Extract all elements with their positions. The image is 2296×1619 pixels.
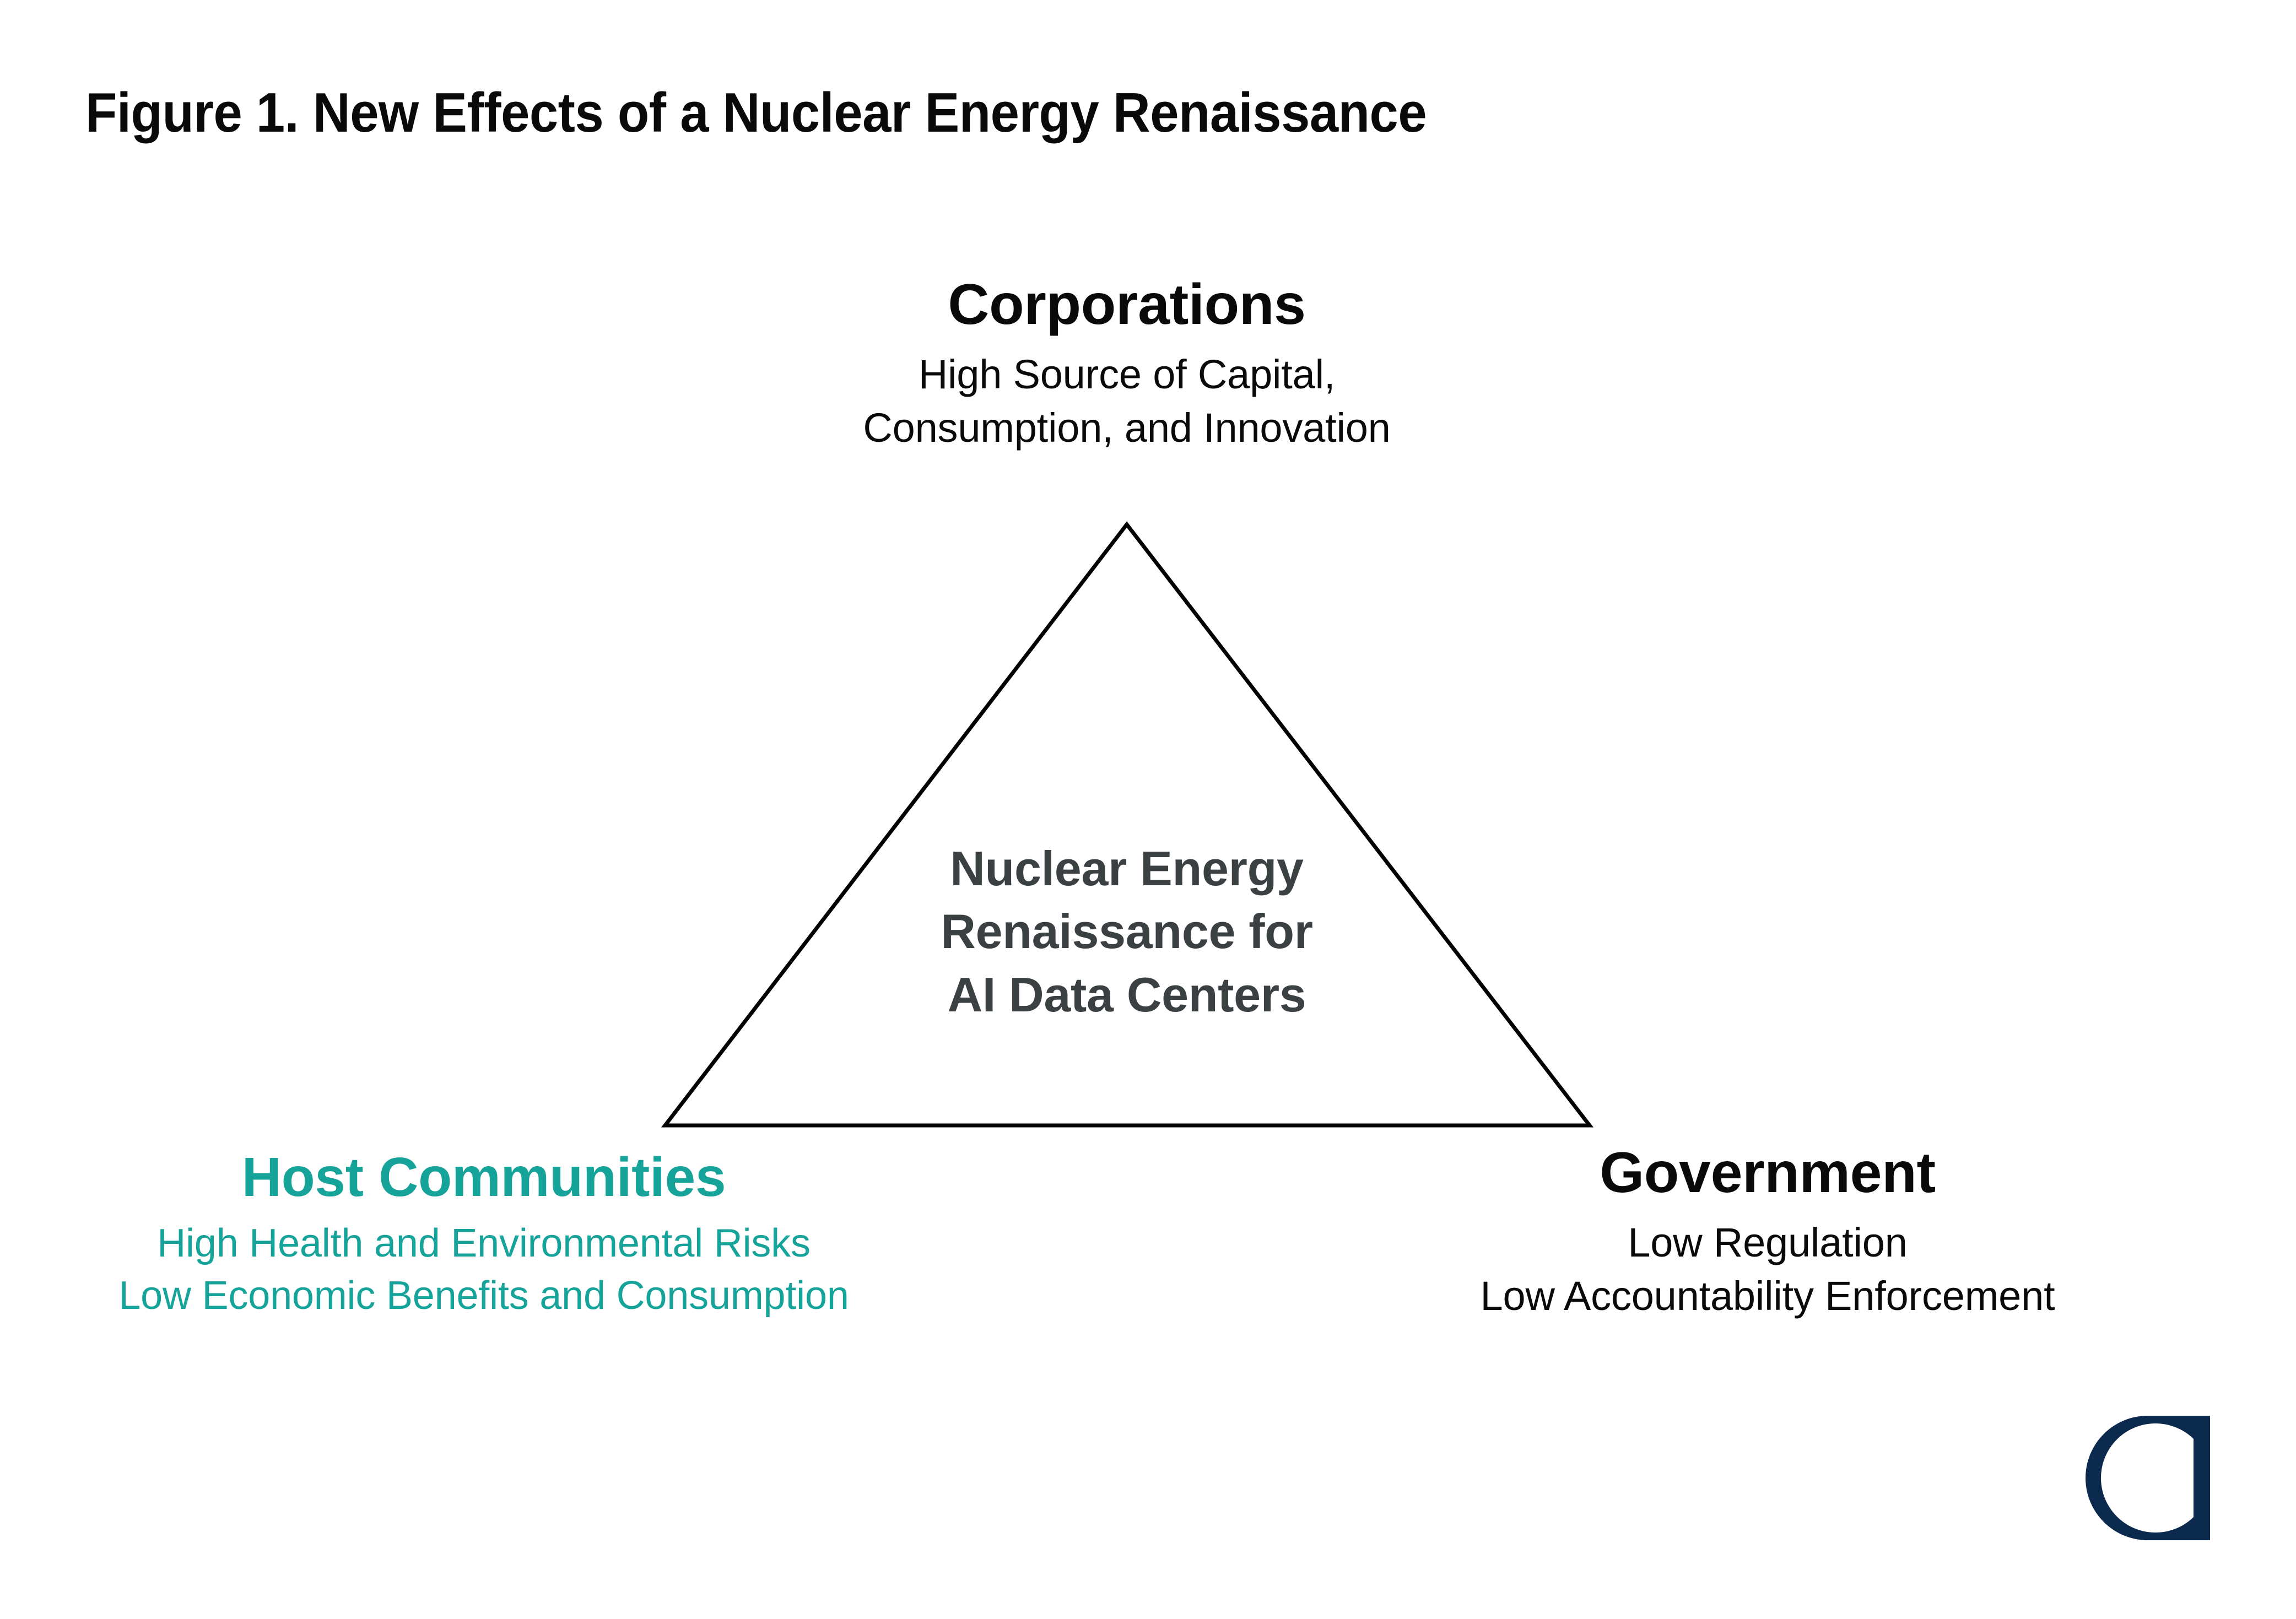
vertex-government: Government Low Regulation Low Accountabi…: [1481, 1139, 2055, 1323]
vertex-government-subline-2: Low Accountability Enforcement: [1480, 1273, 2055, 1319]
vertex-host-communities-subline-1: High Health and Environmental Risks: [157, 1221, 811, 1265]
center-label: Nuclear Energy Renaissance for AI Data C…: [941, 837, 1313, 1026]
carnegie-endowment-logo-icon: [2086, 1416, 2210, 1540]
center-label-line-2: Renaissance for: [941, 904, 1313, 959]
center-label-line-1: Nuclear Energy: [950, 841, 1304, 896]
vertex-government-subline-1: Low Regulation: [1628, 1219, 1908, 1265]
center-label-line-3: AI Data Centers: [947, 967, 1306, 1022]
vertex-government-heading: Government: [1600, 1141, 1936, 1205]
vertex-host-communities-subline-2: Low Economic Benefits and Consumption: [118, 1274, 849, 1318]
vertex-host-communities-heading: Host Communities: [241, 1146, 726, 1208]
vertex-host-communities: Host Communities High Health and Environ…: [118, 1145, 849, 1322]
vertex-corporations-subline-2: Consumption, and Innovation: [863, 405, 1391, 451]
vertex-host-communities-sublines: High Health and Environmental Risks Low …: [118, 1217, 849, 1322]
vertex-corporations-heading: Corporations: [948, 273, 1306, 337]
vertex-corporations-sublines: High Source of Capital, Consumption, and…: [863, 348, 1390, 455]
vertex-corporations: Corporations High Source of Capital, Con…: [863, 271, 1390, 455]
vertex-government-sublines: Low Regulation Low Accountability Enforc…: [1481, 1216, 2055, 1323]
vertex-corporations-subline-1: High Source of Capital,: [918, 351, 1336, 397]
figure-title: Figure 1. New Effects of a Nuclear Energ…: [85, 82, 1427, 144]
